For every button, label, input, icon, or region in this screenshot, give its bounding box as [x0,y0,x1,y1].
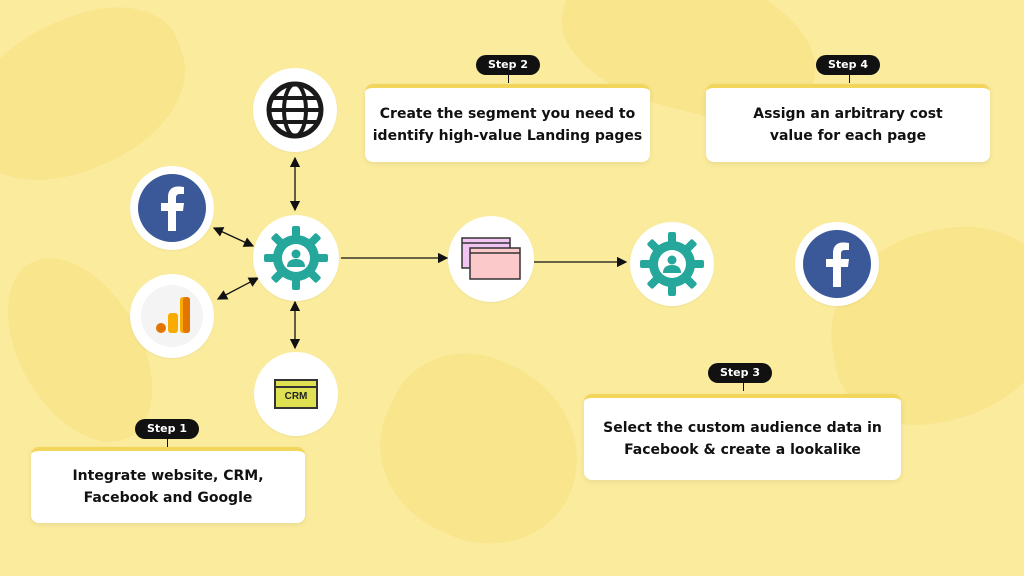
step-1-text: Integrate website, CRM, Facebook and Goo… [72,468,264,506]
central-gear-node [253,215,339,301]
crm-label: CRM [284,390,308,402]
step-2-badge: Step 2 [476,55,540,75]
step-1-badge: Step 1 [135,419,199,439]
landing-pages-node [448,216,534,302]
arrow-facebook [212,227,255,247]
step-4-tick [849,75,850,83]
step-2-card: Create the segment you need to identify … [365,84,650,162]
step-1-card: Integrate website, CRM, Facebook and Goo… [31,447,305,523]
step-2-text: Create the segment you need to identify … [372,106,643,144]
step-4-badge: Step 4 [816,55,880,75]
crm-icon: CRM [274,379,318,409]
step-4-card: Assign an arbitrary cost value for each … [706,84,990,162]
landing-pages-icon [461,237,521,280]
step-3-badge: Step 3 [708,363,772,383]
audience-gear-node [630,222,714,306]
google-analytics-node [130,274,214,358]
step-4-text: Assign an arbitrary cost value for each … [753,106,943,144]
arrow-analytics [216,277,260,300]
step-2-tick [508,75,509,83]
globe-icon [266,81,324,139]
facebook-icon [138,174,206,242]
facebook-icon [803,230,871,298]
step-3-card: Select the custom audience data in Faceb… [584,394,901,480]
step-1-tick [167,439,168,447]
gear-user-icon [264,226,328,290]
facebook-node-left [130,166,214,250]
globe-node [253,68,337,152]
step-3-text: Select the custom audience data in Faceb… [603,420,882,458]
google-analytics-icon [141,285,203,347]
gear-user-icon [640,232,704,296]
facebook-node-right [795,222,879,306]
crm-node: CRM [254,352,338,436]
step-3-tick [743,383,744,391]
